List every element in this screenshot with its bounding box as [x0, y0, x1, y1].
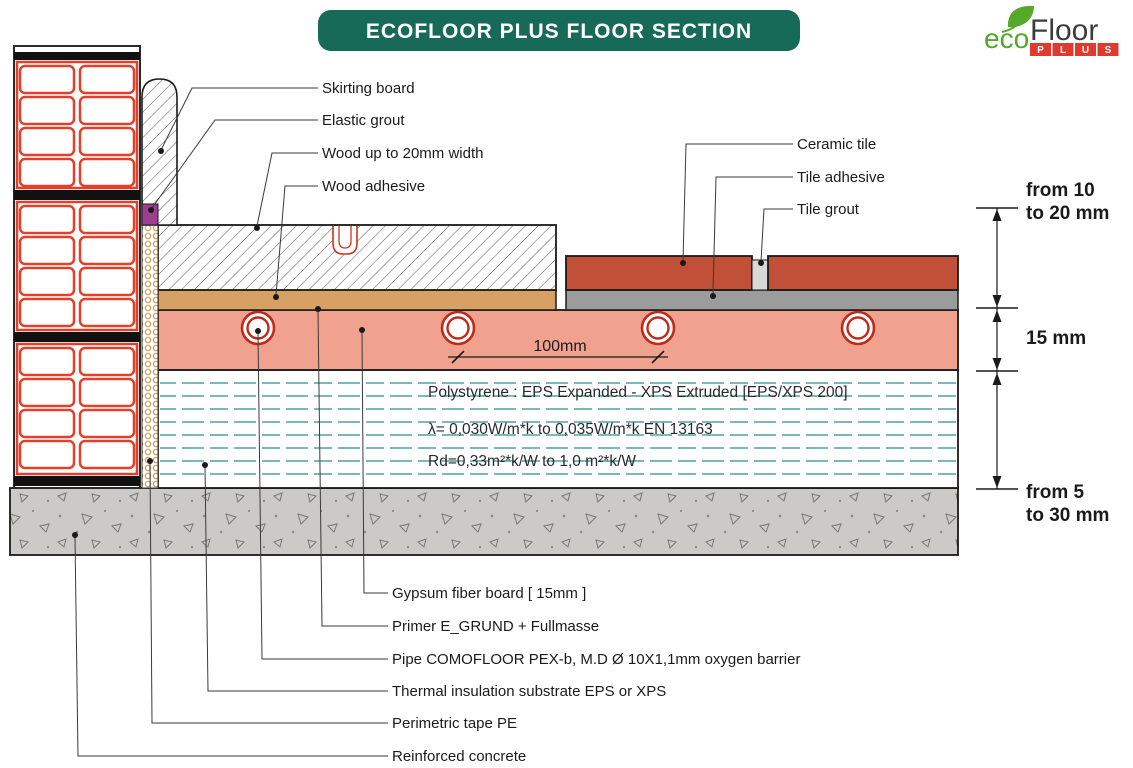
leader-line: [682, 143, 793, 262]
ceramic-tile-layer: [565, 255, 959, 291]
leader-dot: [315, 306, 321, 312]
leader-line: [760, 208, 793, 262]
logo-plus-letter: U: [1082, 45, 1089, 56]
callout-label: Thermal insulation substrate EPS or XPS: [392, 683, 666, 700]
thickness-dimensions: from 10 to 20 mm 15 mm from 5 to 30 mm: [976, 180, 1109, 526]
pipe-spacing-dimension: 100mm: [448, 338, 668, 364]
dimension-insulation-line1: from 5: [1026, 482, 1085, 503]
logo-eco-text: eco: [984, 23, 1029, 54]
callout-label: Skirting board: [322, 80, 415, 97]
wood-joint-detail: [332, 226, 358, 255]
callout-elastic-grout: Elastic grout: [148, 112, 405, 213]
title-banner: ECOFLOOR PLUS FLOOR SECTION: [318, 10, 800, 51]
callout-pipe: Pipe COMOFLOOR PEX-b, M.D Ø 10X1,1mm oxy…: [255, 328, 800, 668]
leader-dot: [202, 462, 208, 468]
callout-wood: Wood up to 20mm width: [254, 145, 483, 231]
pipe-spacing-label: 100mm: [533, 338, 586, 355]
logo-plus-letter: P: [1037, 45, 1044, 56]
dimension-covering-line2: to 20 mm: [1026, 203, 1109, 224]
callout-label: Pipe COMOFLOOR PEX-b, M.D Ø 10X1,1mm oxy…: [392, 651, 800, 668]
reinforced-concrete-layer: [9, 487, 959, 556]
logo-plus-letter: S: [1105, 45, 1112, 56]
callout-label: Elastic grout: [322, 112, 405, 129]
leaf-icon: [1001, 5, 1034, 33]
callout-label: Wood adhesive: [322, 178, 425, 195]
wood-adhesive-layer: [157, 289, 557, 311]
leader-dot: [359, 327, 365, 333]
leader-line: [149, 462, 388, 724]
leader-line: [361, 331, 388, 594]
leader-dot: [254, 225, 260, 231]
callout-thermal-insulation: Thermal insulation substrate EPS or XPS: [202, 462, 666, 700]
leader-dot: [72, 532, 78, 538]
callout-reinforced-concrete: Reinforced concrete: [72, 532, 526, 765]
callout-label: Reinforced concrete: [392, 748, 526, 765]
leader-dot: [758, 260, 764, 266]
leader-dot: [710, 293, 716, 299]
logo-floor-text: Floor: [1030, 14, 1098, 47]
callout-perimetric-tape: Perimetric tape PE: [147, 458, 517, 732]
insulation-layer: [157, 369, 959, 489]
callout-label: Gypsum fiber board [ 15mm ]: [392, 585, 586, 602]
insulation-specs: Polystyrene : EPS Expanded - XPS Extrude…: [428, 384, 848, 470]
leader-dot: [273, 294, 279, 300]
dimension-insulation-line2: to 30 mm: [1026, 505, 1109, 526]
leader-dot: [147, 458, 153, 464]
leader-dot: [255, 328, 261, 334]
callout-label: Perimetric tape PE: [392, 715, 517, 732]
leader-line: [275, 185, 318, 296]
callout-label: Tile adhesive: [797, 169, 885, 186]
leader-dot: [680, 260, 686, 266]
callout-tile-grout: Tile grout: [758, 201, 860, 266]
callout-gypsum-board: Gypsum fiber board [ 15mm ]: [359, 327, 586, 602]
perimetric-tape-strip: [141, 224, 159, 489]
callout-label: Wood up to 20mm width: [322, 145, 483, 162]
leader-line: [151, 119, 318, 209]
callout-skirting-board: Skirting board: [158, 80, 415, 154]
leader-line: [256, 152, 318, 227]
callout-ceramic-tile: Ceramic tile: [680, 136, 876, 266]
dimension-covering-line1: from 10: [1026, 180, 1095, 201]
ceramic-tile-right: [767, 255, 959, 291]
callout-label: Ceramic tile: [797, 136, 876, 153]
ceramic-tile-left: [565, 255, 753, 291]
callout-label: Primer E_GRUND + Fullmasse: [392, 618, 599, 635]
insulation-spec-line2: λ= 0,030W/m*k to 0,035W/m*k EN 13163: [428, 421, 713, 438]
tile-adhesive-layer: [565, 289, 959, 311]
elastic-grout-shape: [141, 203, 159, 226]
leader-line: [257, 332, 388, 660]
leader-line: [712, 176, 793, 295]
leader-dot: [158, 148, 164, 154]
brick-wall: [13, 45, 141, 489]
page-title: ECOFLOOR PLUS FLOOR SECTION: [366, 20, 752, 43]
insulation-spec-line3: Rd=0,33m²*k/W to 1,0 m²*k/W: [428, 453, 636, 470]
callout-primer: Primer E_GRUND + Fullmasse: [315, 306, 599, 635]
title-banner-background: [318, 10, 800, 51]
ecofloor-logo: eco Floor P L U S: [984, 5, 1119, 56]
leader-line: [74, 536, 388, 757]
leader-line: [317, 310, 388, 627]
logo-plus-badges: P L U S: [1030, 43, 1119, 56]
insulation-spec-line1: Polystyrene : EPS Expanded - XPS Extrude…: [428, 384, 848, 401]
logo-plus-letter: L: [1060, 45, 1066, 56]
leader-dot: [148, 207, 154, 213]
dimension-screed: 15 mm: [1026, 328, 1086, 349]
leader-line: [160, 87, 318, 151]
callout-wood-adhesive: Wood adhesive: [273, 178, 425, 300]
callout-tile-adhesive: Tile adhesive: [710, 169, 885, 299]
callout-label: Tile grout: [797, 201, 860, 218]
leader-line: [204, 466, 388, 692]
